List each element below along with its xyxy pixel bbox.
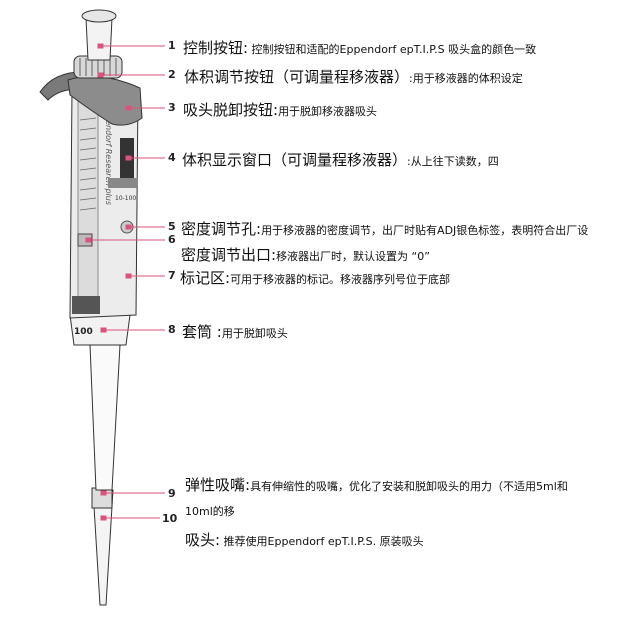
callout-volume-knob: 体积调节按钮（可调量程移液器）:用于移液器的体积设定 bbox=[184, 66, 523, 87]
serial-label bbox=[72, 296, 100, 314]
callout-tip: 吸头: 推荐使用Eppendorf epT.I.P.S. 原装吸头 bbox=[185, 529, 424, 550]
callout-description: :用于移液器的体积设定 bbox=[409, 72, 523, 85]
callout-tip-ejector: 吸头脱卸按钮:用于脱卸移液器吸头 bbox=[183, 99, 377, 120]
callout-number: 3 bbox=[168, 101, 176, 114]
callout-control-button: 控制按钮: 控制按钮和适配的Eppendorf epT.I.P.S 吸头盒的颜色… bbox=[183, 37, 536, 58]
callout-marking-area: 标记区:可用于移液器的标记。移液器序列号位于底部 bbox=[180, 267, 450, 288]
callout-title: 标记区: bbox=[180, 269, 231, 287]
callout-title: 体积显示窗口（可调量程移液器） bbox=[182, 151, 408, 169]
callout-description: 移液器出厂时，默认设置为 “0” bbox=[276, 250, 430, 263]
callout-description: 推荐使用Eppendorf epT.I.P.S. 原装吸头 bbox=[220, 535, 424, 548]
callout-description: 用于脱卸移液器吸头 bbox=[278, 105, 378, 118]
volume-range-text: 10-100 bbox=[115, 195, 136, 202]
grip-ridges bbox=[79, 117, 97, 211]
callout-description: 用于移液器的密度调节，出厂时贴有ADJ银色标签，表明符合出厂设 bbox=[261, 224, 589, 237]
brand-text: eppendorf Research plus bbox=[104, 105, 113, 205]
control-button-cap bbox=[81, 9, 117, 23]
callout-number: 6 bbox=[168, 233, 176, 246]
callout-number: 8 bbox=[168, 323, 176, 336]
callout-number: 9 bbox=[168, 487, 176, 500]
callout-number: 10 bbox=[162, 512, 178, 525]
callout-number: 2 bbox=[168, 68, 176, 81]
callout-markers bbox=[85, 43, 165, 521]
callout-title: 密度调节孔: bbox=[181, 220, 262, 238]
callout-description: 具有伸缩性的吸嘴，优化了安装和脱卸吸头的用力（不适用5ml和 bbox=[250, 480, 568, 493]
callout-description: 用于脱卸吸头 bbox=[221, 327, 288, 340]
shaft-text: 100 bbox=[74, 327, 93, 337]
callout-number: 4 bbox=[168, 151, 176, 164]
callout-title: 体积调节按钮（可调量程移液器） bbox=[184, 68, 410, 86]
body-band bbox=[108, 178, 138, 188]
callout-title: 弹性吸嘴: bbox=[185, 476, 251, 494]
callout-density-outlet: 密度调节出口:移液器出厂时，默认设置为 “0” bbox=[181, 244, 430, 265]
callout-title: 套筒 : bbox=[182, 323, 222, 341]
callout-number: 1 bbox=[168, 39, 176, 52]
callout-description: :从上往下读数，四 bbox=[407, 155, 499, 168]
callout-title: 控制按钮: bbox=[183, 39, 249, 57]
callout-elastic-nozzle: 弹性吸嘴:具有伸缩性的吸嘴，优化了安装和脱卸吸头的用力（不适用5ml和 bbox=[185, 474, 568, 495]
callout-volume-window: 体积显示窗口（可调量程移液器）:从上往下读数，四 bbox=[182, 149, 499, 170]
knob-ridges bbox=[79, 58, 117, 76]
pipette-tube bbox=[89, 344, 121, 491]
callout-sleeve: 套筒 :用于脱卸吸头 bbox=[182, 321, 288, 342]
callout-title: 吸头: bbox=[185, 531, 221, 549]
callout-number: 7 bbox=[168, 269, 176, 282]
callout-title: 吸头脱卸按钮: bbox=[183, 101, 279, 119]
callout-title: 密度调节出口: bbox=[181, 246, 277, 264]
callout-number: 5 bbox=[168, 220, 176, 233]
callout-elastic-nozzle-cont: 10ml的移 bbox=[185, 505, 235, 518]
callout-density-hole: 密度调节孔:用于移液器的密度调节，出厂时贴有ADJ银色标签，表明符合出厂设 bbox=[181, 218, 588, 239]
callout-description: 控制按钮和适配的Eppendorf epT.I.P.S 吸头盒的颜色一致 bbox=[248, 43, 537, 56]
callout-description: 可用于移液器的标记。移液器序列号位于底部 bbox=[230, 273, 451, 286]
control-button bbox=[85, 17, 113, 61]
